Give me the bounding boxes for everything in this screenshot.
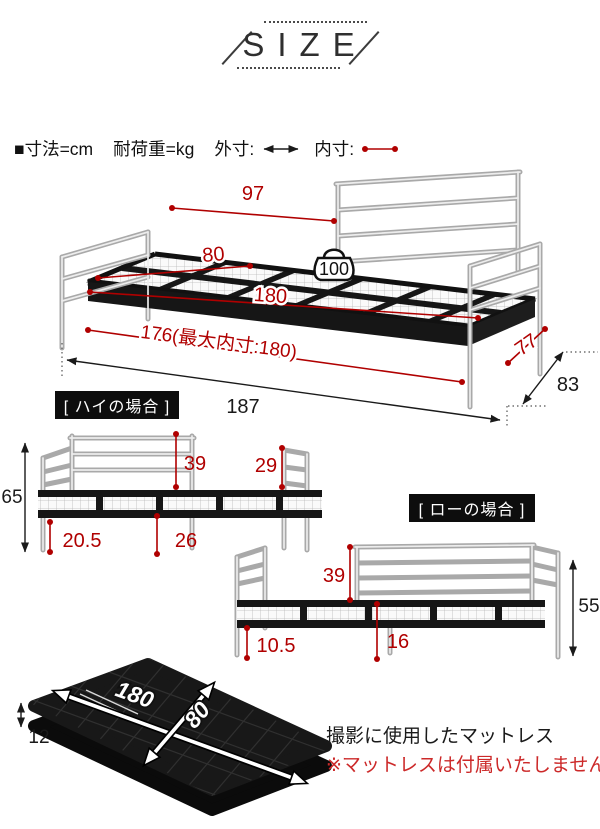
dim-high-total-height-value: 65 <box>1 487 22 508</box>
legend-inner-label: 内寸: <box>314 139 355 159</box>
dim-low-clearance: 10.5 <box>244 625 296 661</box>
load-capacity-value: 100 <box>319 259 349 279</box>
header-dotted-line-top <box>264 21 367 23</box>
low-side-view: 39 55 10.5 16 <box>234 542 600 662</box>
dim-inner-length: 180 <box>87 281 481 321</box>
dim-low-total-height-value: 55 <box>578 596 599 617</box>
outer-dim-icon <box>263 144 299 153</box>
inner-dim-icon <box>362 145 399 152</box>
dim-outer-length: 187 <box>61 343 501 423</box>
dim-outer-depth: 83 <box>506 351 598 428</box>
dim-low-frame-height-value: 16 <box>387 631 409 653</box>
dim-high-total-height: 65 <box>1 442 29 553</box>
case-label-high: [ ハイの場合 ] <box>55 391 179 419</box>
legend-dimension-unit: ■寸法=cm <box>14 139 94 159</box>
mattress-caption: 撮影に使用したマットレス ※マットレスは付属いたしません <box>326 722 600 780</box>
dim-inner-length-value: 180 <box>253 284 288 308</box>
mattress-view: 180 80 12 <box>17 658 332 816</box>
mattress-disclaimer: ※マットレスは付属いたしません <box>326 755 600 776</box>
mattress-note: 撮影に使用したマットレス <box>326 726 555 747</box>
dim-mattress-thickness-value: 12 <box>28 727 49 748</box>
dim-low-total-height: 55 <box>569 559 600 657</box>
dim-high-arm: 29 <box>255 445 285 490</box>
header-dotted-line-bottom <box>237 67 340 69</box>
dim-high-clearance-value: 20.5 <box>63 530 102 552</box>
load-weight-icon: 100 <box>313 248 355 282</box>
bed-frame-main <box>59 169 543 410</box>
dim-high-backrest-value: 39 <box>184 453 206 475</box>
dim-high-frame-height-value: 26 <box>175 530 197 552</box>
dim-high-frame-height: 26 <box>154 513 197 557</box>
dim-high-arm-value: 29 <box>255 455 277 477</box>
dim-inner-width: 80 <box>95 241 253 281</box>
dim-outer-length-value: 187 <box>226 396 259 418</box>
legend: ■寸法=cm 耐荷重=kg 外寸: 内寸: <box>14 136 400 161</box>
dim-low-clearance-value: 10.5 <box>257 635 296 657</box>
legend-load-unit: 耐荷重=kg <box>113 139 195 159</box>
main-perspective-view: 97 80 100 180 176(最大内寸:180) 77 83 <box>59 169 598 428</box>
bed-frame-high <box>38 433 322 553</box>
high-side-view: 65 39 29 20.5 26 <box>1 431 322 557</box>
legend-outer-label: 外寸: <box>214 139 255 159</box>
page-header: SIZE <box>0 0 600 90</box>
dim-low-backrest-value: 39 <box>323 565 345 587</box>
dim-high-clearance: 20.5 <box>47 519 102 555</box>
dim-high-backrest: 39 <box>173 431 206 490</box>
dim-low-frame-height: 16 <box>374 601 409 662</box>
dim-back-rail-width: 97 <box>169 183 337 224</box>
page-title: SIZE <box>242 26 368 63</box>
dim-outer-depth-value: 83 <box>557 374 579 396</box>
case-label-low: [ ローの場合 ] <box>409 494 535 522</box>
dim-low-backrest: 39 <box>323 544 353 603</box>
mattress-image: 180 80 <box>28 658 332 816</box>
dim-back-rail-width-value: 97 <box>242 183 264 205</box>
bed-frame-low <box>234 542 561 660</box>
dim-length-note-value: 176(最大内寸:180) <box>139 321 298 363</box>
dim-mattress-thickness: 12 <box>17 702 50 748</box>
dim-inner-width-value: 80 <box>201 243 225 267</box>
